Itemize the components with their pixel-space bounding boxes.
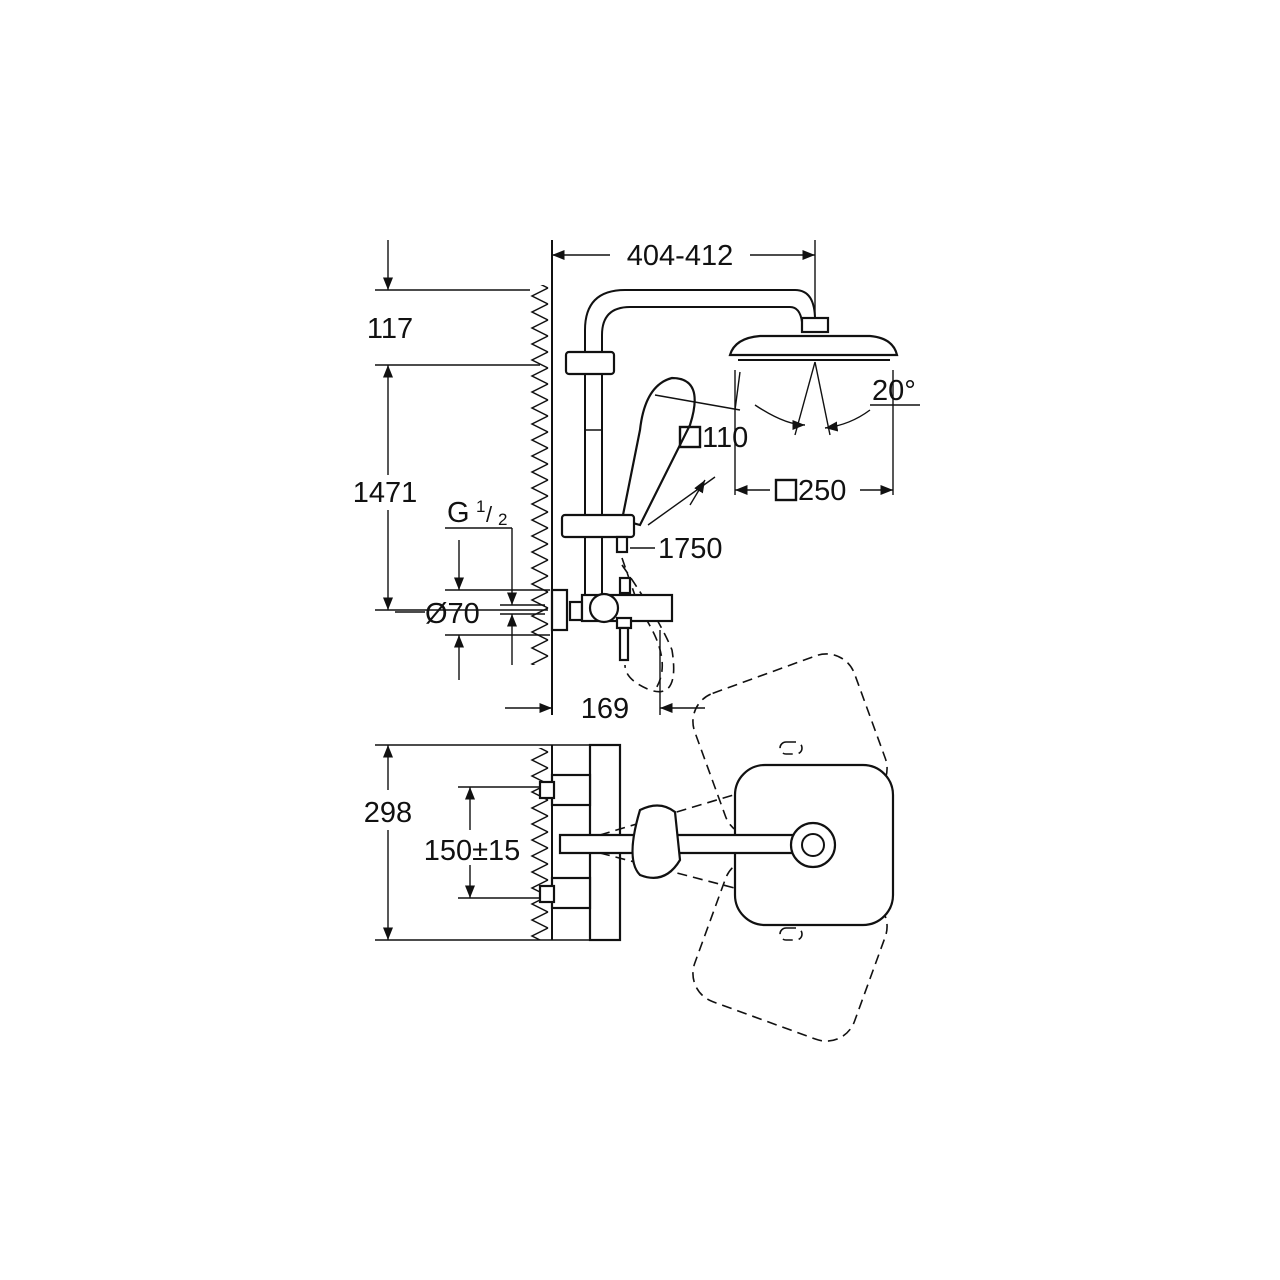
label-thread: G <box>447 497 470 529</box>
square-symbol-icon <box>774 478 798 502</box>
hand-shower-top <box>631 804 682 879</box>
label-height-1471: 1471 <box>353 477 418 509</box>
label-depth-298: 298 <box>364 797 412 829</box>
upper-bracket <box>564 350 616 376</box>
label-inlet-centres: 150±15 <box>424 835 521 867</box>
label-head-offset: 117 <box>367 313 413 345</box>
head-shower <box>728 334 899 357</box>
slider-holder <box>560 513 636 539</box>
label-flange-diameter: Ø70 <box>425 598 480 630</box>
wall-hatching <box>530 285 552 665</box>
label-mixer-projection: 169 <box>581 693 629 725</box>
top-view: 298 150±15 <box>364 653 895 1042</box>
label-thread-den: 2 <box>498 510 507 529</box>
riser-pipe <box>584 289 816 600</box>
shower-arm-top <box>558 833 817 855</box>
label-hand-shower-size: 110 <box>702 422 748 454</box>
label-head-shower-size: 250 <box>798 475 846 507</box>
hand-shower <box>620 376 696 527</box>
label-hose-length: 1750 <box>658 533 723 565</box>
side-view: 404-412 117 1471 20° 110 <box>353 238 920 725</box>
label-tilt-angle: 20° <box>872 375 916 407</box>
label-thread-num: 1 <box>476 497 485 516</box>
wall-flange <box>550 588 569 632</box>
mixer-knob <box>588 592 620 624</box>
head-joint <box>800 316 830 334</box>
label-arm-projection: 404-412 <box>627 240 733 272</box>
square-symbol-icon <box>678 425 702 449</box>
svg-text:/: / <box>486 502 493 527</box>
